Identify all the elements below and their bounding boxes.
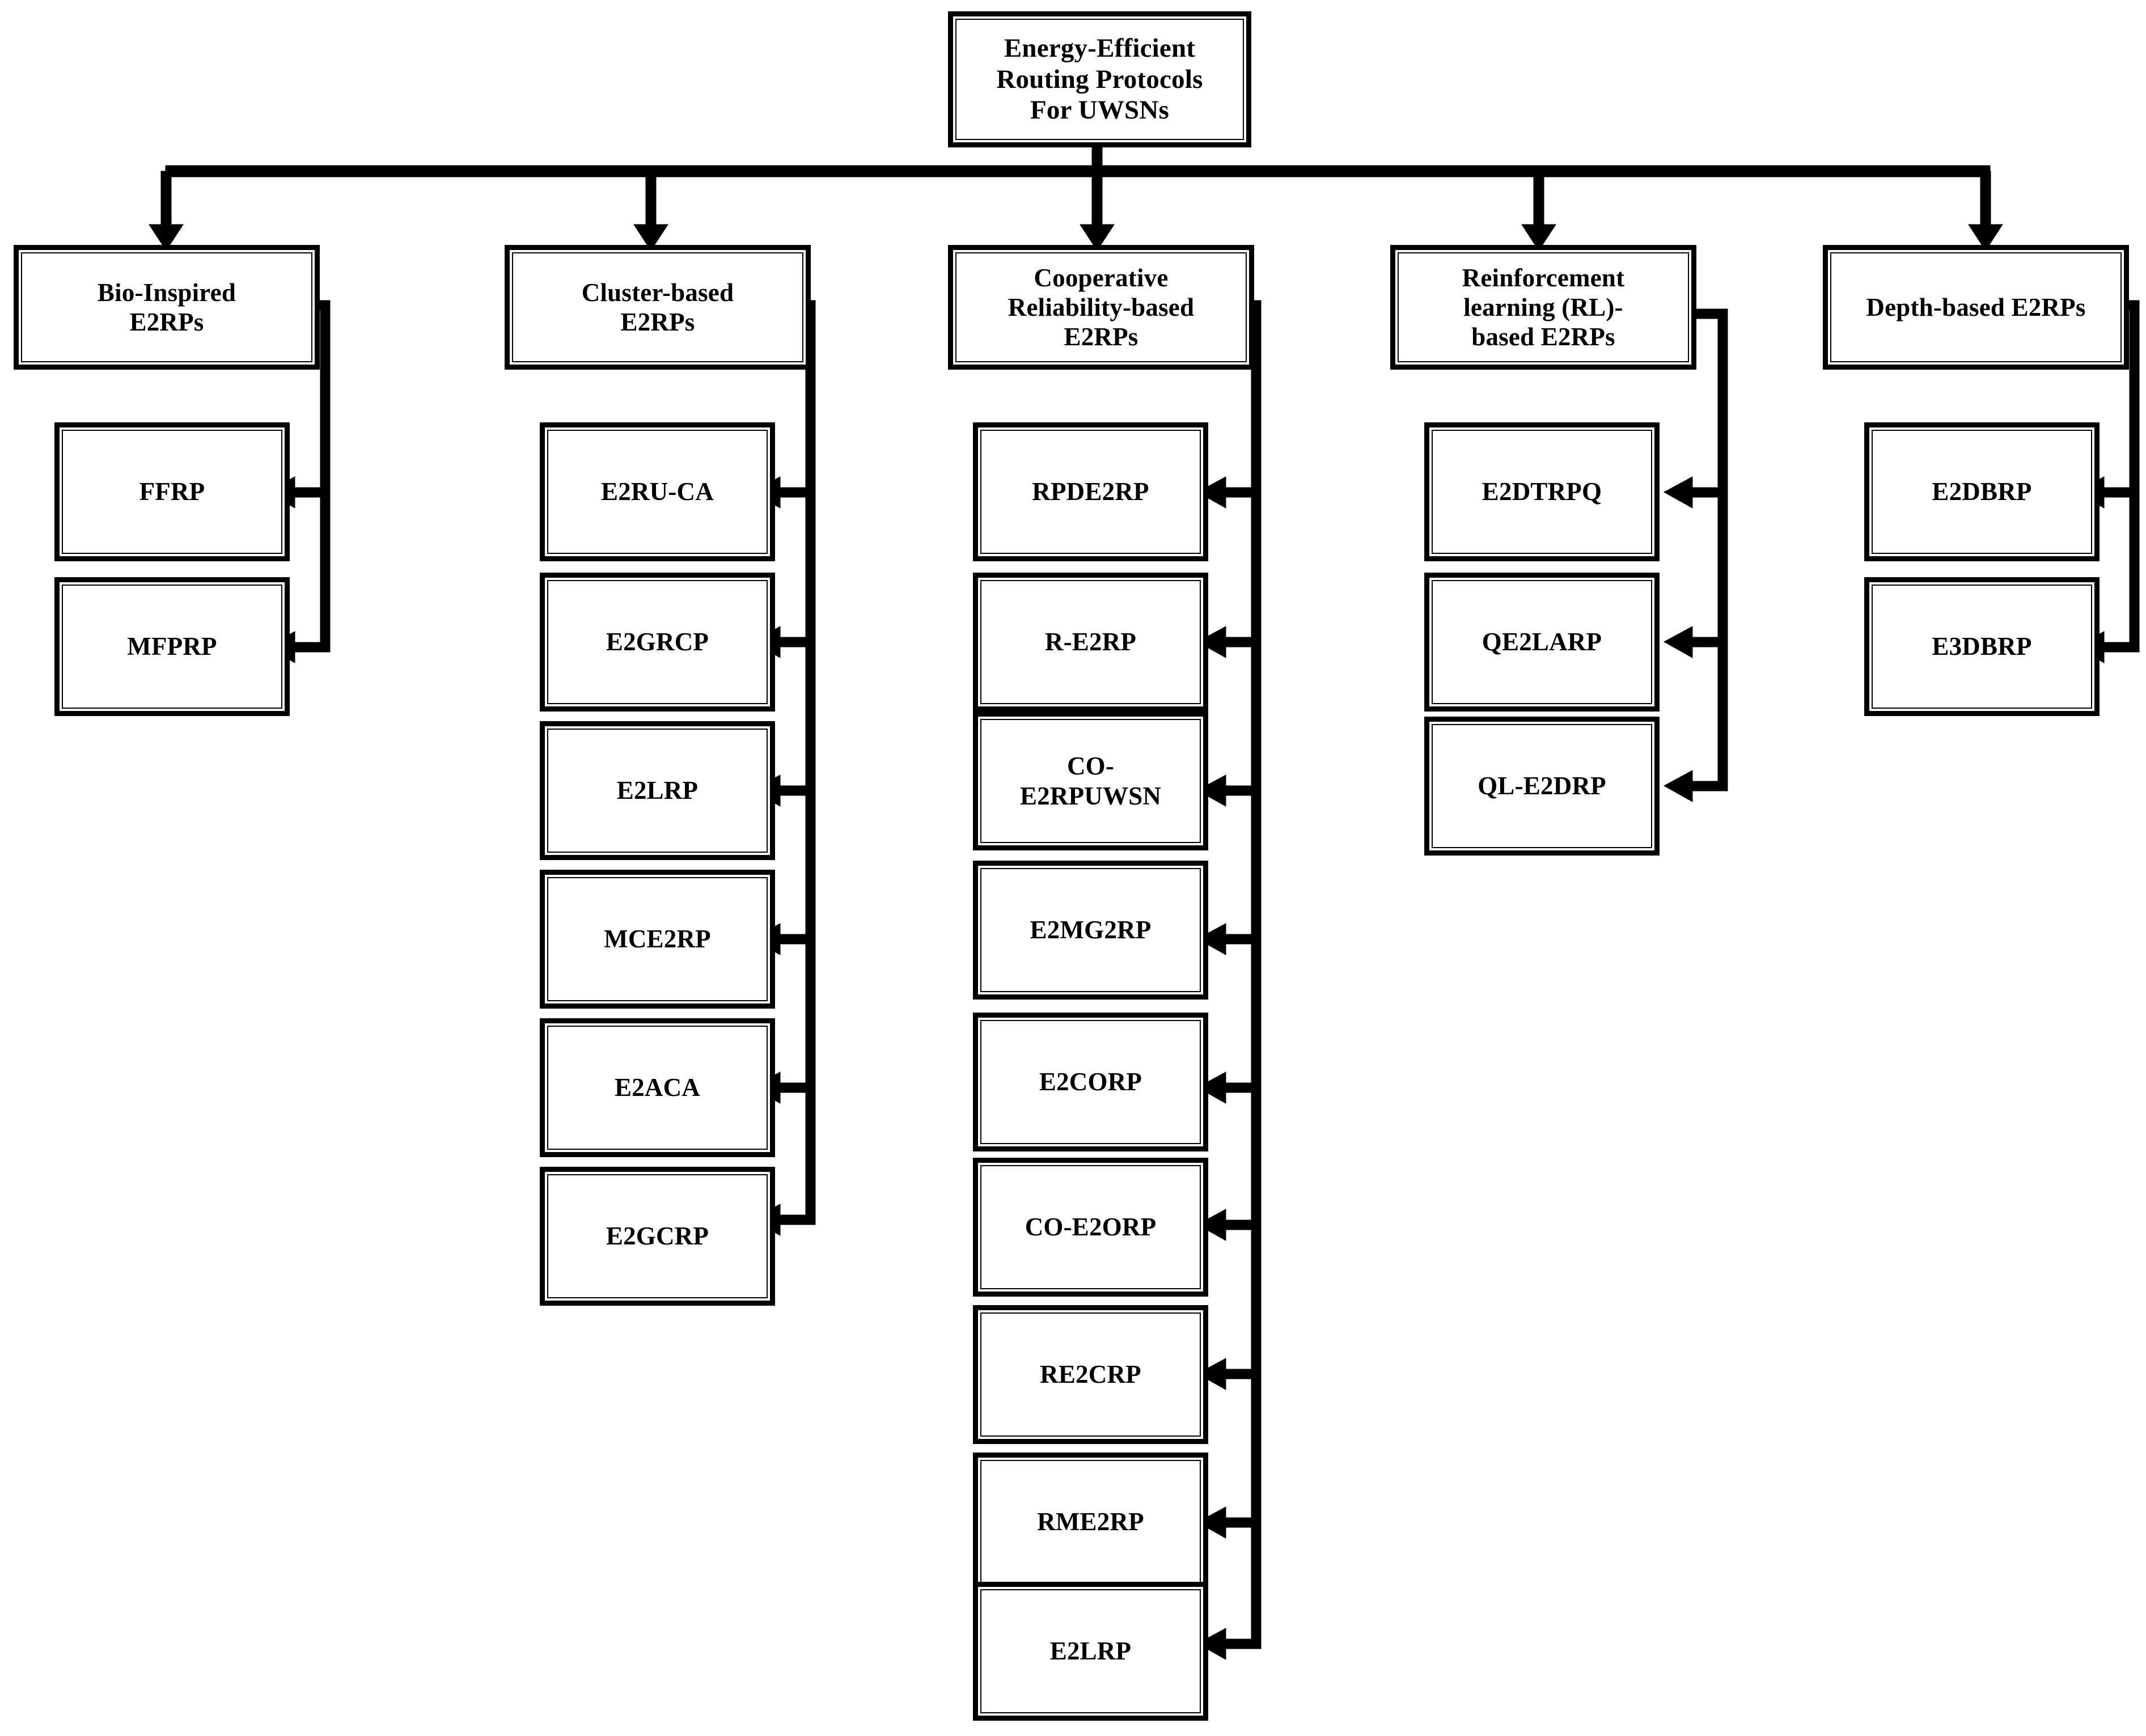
root-node[interactable]: Energy-Efficient Routing Protocols For U…: [948, 11, 1251, 147]
leaf-label-e2dtrpq: E2DTRPQ: [1482, 477, 1602, 506]
leaf-node-ffrp[interactable]: FFRP: [54, 422, 290, 561]
root-node-label: Energy-Efficient Routing Protocols For U…: [996, 33, 1203, 125]
leaf-label-e3dbrp: E3DBRP: [1932, 632, 2032, 661]
leaf-label-e2lrp-cooperative: E2LRP: [1049, 1637, 1132, 1666]
category-node-bio-inspired[interactable]: Bio-Inspired E2RPs: [14, 245, 320, 370]
category-label-cluster-based: Cluster-based E2RPs: [581, 278, 734, 336]
leaf-node-ql-e2drp[interactable]: QL-E2DRP: [1424, 717, 1660, 856]
leaf-node-re2crp[interactable]: RE2CRP: [973, 1305, 1208, 1444]
leaf-label-mfprp: MFPRP: [127, 632, 217, 661]
leaf-label-qe2larp: QE2LARP: [1482, 628, 1602, 657]
leaf-node-e2grcp[interactable]: E2GRCP: [540, 573, 775, 712]
category-node-depth-based[interactable]: Depth-based E2RPs: [1823, 245, 2129, 370]
leaf-node-qe2larp[interactable]: QE2LARP: [1424, 573, 1660, 712]
leaf-label-e2grcp: E2GRCP: [606, 628, 709, 657]
category-node-cooperative-reliability-based[interactable]: Cooperative Reliability-based E2RPs: [948, 245, 1254, 370]
leaf-node-rpde2rp[interactable]: RPDE2RP: [973, 422, 1208, 561]
leaf-label-e2lrp-cluster: E2LRP: [616, 776, 699, 805]
leaf-node-e2dtrpq[interactable]: E2DTRPQ: [1424, 422, 1660, 561]
leaf-label-e2aca: E2ACA: [614, 1073, 700, 1102]
leaf-label-co-e2orp: CO-E2ORP: [1025, 1213, 1157, 1242]
leaf-node-e2gcrp[interactable]: E2GCRP: [540, 1167, 775, 1306]
leaf-label-mce2rp: MCE2RP: [604, 925, 711, 954]
leaf-label-rpde2rp: RPDE2RP: [1032, 477, 1149, 506]
leaf-label-rme2rp: RME2RP: [1037, 1508, 1144, 1536]
leaf-node-co-e2orp[interactable]: CO-E2ORP: [973, 1158, 1208, 1297]
leaf-node-r-e2rp[interactable]: R-E2RP: [973, 573, 1208, 712]
leaf-node-e2ru-ca[interactable]: E2RU-CA: [540, 422, 775, 561]
leaf-label-e2corp: E2CORP: [1039, 1068, 1142, 1096]
leaf-node-e2dbrp[interactable]: E2DBRP: [1864, 422, 2100, 561]
root-node-inner: Energy-Efficient Routing Protocols For U…: [955, 19, 1244, 140]
leaf-node-e2lrp-cooperative[interactable]: E2LRP: [973, 1582, 1208, 1721]
leaf-node-e2mg2rp[interactable]: E2MG2RP: [973, 861, 1208, 1000]
category-label-bio-inspired: Bio-Inspired E2RPs: [97, 278, 236, 336]
leaf-label-r-e2rp: R-E2RP: [1044, 628, 1137, 657]
leaf-label-co-e2rpuwsn: CO- E2RPUWSN: [1019, 752, 1162, 810]
leaf-label-e2gcrp: E2GCRP: [606, 1222, 709, 1251]
leaf-label-re2crp: RE2CRP: [1040, 1360, 1141, 1389]
leaf-label-e2ru-ca: E2RU-CA: [601, 477, 714, 506]
category-label-cooperative-reliability-based: Cooperative Reliability-based E2RPs: [1008, 263, 1195, 352]
leaf-node-e2lrp-cluster[interactable]: E2LRP: [540, 721, 775, 860]
leaf-label-ffrp: FFRP: [139, 477, 205, 506]
leaf-label-ql-e2drp: QL-E2DRP: [1478, 772, 1606, 801]
leaf-label-e2dbrp: E2DBRP: [1932, 477, 2032, 506]
category-node-cluster-based[interactable]: Cluster-based E2RPs: [505, 245, 811, 370]
category-node-reinforcement-learning-based[interactable]: Reinforcement learning (RL)- based E2RPs: [1390, 245, 1696, 370]
leaf-node-e3dbrp[interactable]: E3DBRP: [1864, 577, 2100, 716]
leaf-node-rme2rp[interactable]: RME2RP: [973, 1453, 1208, 1591]
leaf-node-e2aca[interactable]: E2ACA: [540, 1018, 775, 1157]
category-label-reinforcement-learning-based: Reinforcement learning (RL)- based E2RPs: [1462, 263, 1625, 352]
leaf-node-mfprp[interactable]: MFPRP: [54, 577, 290, 716]
leaf-node-e2corp[interactable]: E2CORP: [973, 1013, 1208, 1151]
leaf-node-mce2rp[interactable]: MCE2RP: [540, 870, 775, 1009]
leaf-node-co-e2rpuwsn[interactable]: CO- E2RPUWSN: [973, 712, 1208, 850]
category-label-depth-based: Depth-based E2RPs: [1866, 293, 2086, 321]
leaf-label-e2mg2rp: E2MG2RP: [1030, 916, 1152, 945]
